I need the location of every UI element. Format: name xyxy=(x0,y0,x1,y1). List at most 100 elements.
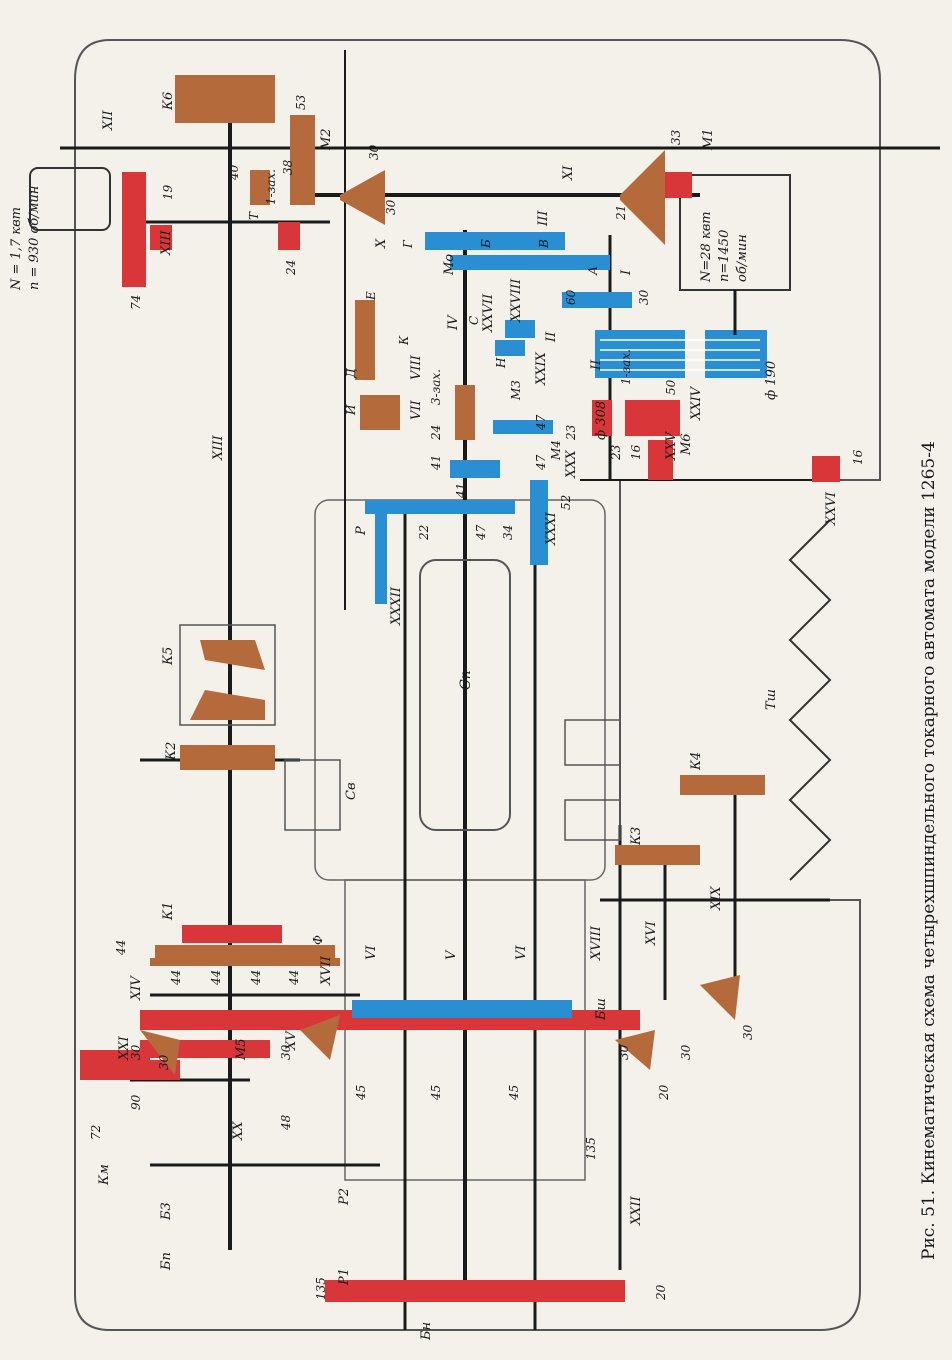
label-gear-19: 19 xyxy=(161,184,175,200)
label-shaft-XXI: XXI xyxy=(117,1035,132,1061)
label-mark-F: Ф xyxy=(311,935,325,945)
label-clutch-M3: М3 xyxy=(509,380,523,401)
label-shaft-XVIII: XVIII xyxy=(589,925,604,961)
label-mark-V: В xyxy=(537,239,551,249)
label-shaft-II-a: II xyxy=(544,331,559,343)
label-motor-main-power: N=28 квт xyxy=(699,211,714,283)
label-shaft-XIV: XIV xyxy=(129,975,144,1001)
label-mark-A: А xyxy=(586,266,600,276)
label-pulley-driven: ф 308 xyxy=(594,401,609,440)
label-pulley-drive: ф 190 xyxy=(764,361,779,400)
label-gear-23b: 23 xyxy=(609,444,623,461)
label-gear-30c: 30 xyxy=(637,289,651,305)
label-gear-60: 60 xyxy=(564,289,578,305)
label-gear-30h: 30 xyxy=(679,1044,693,1060)
label-cyl-Sv: Св xyxy=(344,782,359,800)
label-zax-1b: 1-зах. xyxy=(619,349,633,385)
label-gear-41a: 41 xyxy=(429,455,443,471)
label-gear-38: 38 xyxy=(281,159,295,175)
label-gear-50: 50 xyxy=(664,379,678,395)
tool-slides-right xyxy=(564,719,621,766)
label-mark-K: К xyxy=(397,335,411,346)
label-gear-30g: 30 xyxy=(617,1044,631,1060)
label-gear-47c: 47 xyxy=(474,524,488,541)
label-shaft-XV: XV xyxy=(284,1030,299,1051)
label-clutch-M5: М5 xyxy=(234,1038,249,1061)
small-motor xyxy=(29,167,111,231)
label-cam-B3: Б3 xyxy=(159,1202,174,1221)
label-shaft-XVII: XVII xyxy=(319,955,334,986)
label-cam-Bp: Бп xyxy=(159,1252,174,1271)
machine-frame-outline xyxy=(74,39,881,1331)
cam-drum-k5 xyxy=(179,624,276,726)
label-cam-K4: К4 xyxy=(689,752,704,771)
label-gear-20b: 20 xyxy=(654,1284,668,1301)
label-zax-1: 1-зах. xyxy=(264,169,278,205)
label-gear-24b: 24 xyxy=(429,425,443,441)
label-gear-45a: 45 xyxy=(354,1085,368,1101)
label-shaft-XX: XX xyxy=(231,1121,246,1141)
label-gear-44d: 44 xyxy=(249,970,263,986)
label-shaft-XXII: XXII xyxy=(629,1195,644,1226)
driven-pulley xyxy=(595,330,685,378)
tool-slides-right-2 xyxy=(564,799,621,841)
label-shaft-XXVII: XXVII xyxy=(481,293,496,333)
label-gear-24: 24 xyxy=(284,260,298,276)
label-gear-44c: 44 xyxy=(209,970,223,986)
label-shaft-IV: IV xyxy=(446,314,461,331)
label-shaft-VI-a: VI xyxy=(364,945,379,960)
feed-spring xyxy=(788,519,832,881)
label-motor-small-speed: n = 930 об/мин xyxy=(27,186,42,290)
label-clutch-M1: М1 xyxy=(701,128,716,151)
label-spindle-Sp: Сп xyxy=(458,670,474,690)
label-shaft-XII: XII xyxy=(101,110,116,131)
label-gear-52: 52 xyxy=(559,495,573,510)
label-motor-main-speed: n=1450 xyxy=(717,230,732,282)
label-shaft-XXVI: XXVI xyxy=(824,491,839,526)
label-gear-21: 21 xyxy=(614,205,628,221)
label-mark-T: Т xyxy=(247,211,261,220)
label-gear-30f: 30 xyxy=(279,1044,293,1060)
label-gear-135b: 135 xyxy=(314,1277,328,1300)
label-shaft-XXX: XXX xyxy=(564,449,579,479)
label-shaft-III: III xyxy=(536,210,551,227)
label-mark-G: Г xyxy=(401,239,415,249)
red-gears xyxy=(80,172,840,1302)
label-gear-30b: 30 xyxy=(384,199,398,215)
label-shaft-VII: VII xyxy=(409,399,424,420)
label-gear-47b: 47 xyxy=(534,454,548,471)
label-gear-135a: 135 xyxy=(584,1137,598,1160)
label-shaft-XXVIII: XXVIII xyxy=(509,278,524,323)
label-shaft-VI-b: VI xyxy=(514,945,529,960)
label-gear-40: 40 xyxy=(227,164,241,181)
label-lever-P1: Р1 xyxy=(337,1268,352,1286)
label-clutch-Mo: Мо xyxy=(442,254,457,276)
label-shaft-XXIX: XXIX xyxy=(534,351,549,386)
blue-gears xyxy=(352,232,632,1018)
label-gear-34: 34 xyxy=(501,525,515,540)
label-motor-small-power: N = 1,7 квт xyxy=(9,207,24,291)
label-gear-30i: 30 xyxy=(741,1024,755,1040)
label-gear-22: 22 xyxy=(417,525,431,541)
label-gear-44a: 44 xyxy=(114,940,128,956)
label-gear-47a: 47 xyxy=(534,414,548,431)
label-shaft-XVI: XVI xyxy=(644,920,659,946)
label-gear-41b: 41 xyxy=(454,483,468,499)
label-gear-30d: 30 xyxy=(129,1044,143,1060)
spindle-drum xyxy=(419,559,511,831)
label-shaft-XIX: XIX xyxy=(709,886,724,911)
label-mark-I: И xyxy=(344,404,358,416)
label-gear-33: 33 xyxy=(669,129,683,145)
label-mark-S: С xyxy=(467,316,481,325)
label-shaft-V: V xyxy=(444,949,459,960)
label-shaft-II-b: II xyxy=(589,359,604,371)
figure-caption: Рис. 51. Кинематическая схема четырехшпи… xyxy=(919,441,939,1260)
label-gear-45b: 45 xyxy=(429,1085,443,1101)
label-cam-K3: К3 xyxy=(629,827,644,846)
label-spring-Tsh: Тш xyxy=(764,689,779,710)
label-gear-44e: 44 xyxy=(287,970,301,986)
label-ball-Bsh: Бш xyxy=(594,998,609,1021)
brown-gears xyxy=(140,75,765,1075)
label-gear-53: 53 xyxy=(294,94,308,110)
